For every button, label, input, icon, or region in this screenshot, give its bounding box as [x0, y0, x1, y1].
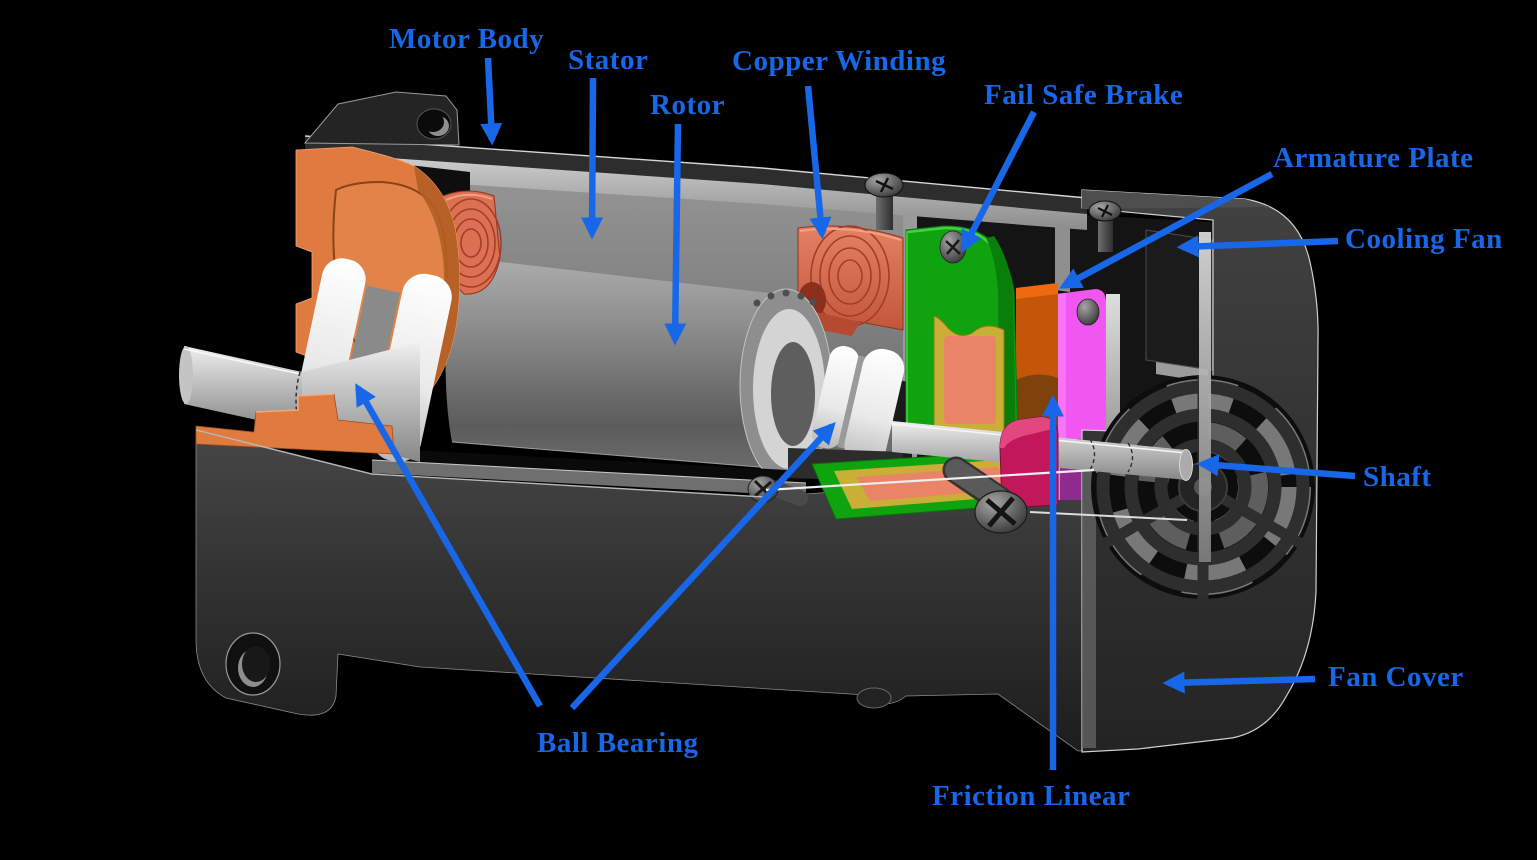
label-friction-linear: Friction Linear [932, 780, 1130, 812]
arrow-shaft [1196, 454, 1356, 480]
arrow-cooling-fan [1176, 235, 1339, 258]
arrow-fail-safe-brake [961, 110, 1037, 253]
screw-top-right [1088, 200, 1122, 252]
housing-nub [856, 687, 892, 709]
label-ball-bearing: Ball Bearing [537, 727, 698, 759]
fail-safe-brake [905, 225, 1019, 447]
callout-labels: Motor Body Stator Rotor Copper Winding F… [389, 23, 1503, 812]
cover-cut-edge [1199, 232, 1211, 562]
copper-winding-right [797, 225, 904, 336]
arrow-armature-plate [1059, 171, 1274, 289]
label-copper-winding: Copper Winding [732, 45, 946, 77]
screw-head [939, 230, 967, 264]
arrow-ball-bearing-right [569, 421, 836, 711]
rotor [445, 256, 826, 469]
label-shaft: Shaft [1363, 461, 1432, 493]
flange-base [195, 393, 395, 455]
rotor-end-ring [739, 288, 833, 484]
arrow-stator [581, 77, 604, 240]
label-motor-body: Motor Body [389, 23, 544, 55]
label-cooling-fan: Cooling Fan [1345, 223, 1503, 255]
arrow-ball-bearing-left [355, 383, 543, 708]
mounting-ear [303, 91, 460, 146]
housing-gap [371, 448, 807, 496]
label-armature-plate: Armature Plate [1273, 142, 1474, 174]
screw-top-left [864, 172, 904, 230]
label-fan-cover: Fan Cover [1328, 661, 1464, 693]
arrow-fan-cover [1162, 671, 1316, 694]
arrow-motor-body [480, 57, 503, 146]
label-fail-safe-brake: Fail Safe Brake [984, 79, 1183, 111]
label-rotor: Rotor [650, 89, 725, 121]
friction-crimson-block [999, 416, 1059, 509]
screw-head [1076, 298, 1100, 326]
arrow-copper-winding [804, 85, 832, 240]
screw-bottom-right [942, 456, 1028, 534]
arrow-rotor [664, 123, 687, 346]
callout-arrows [355, 57, 1356, 770]
label-stator: Stator [568, 44, 648, 76]
